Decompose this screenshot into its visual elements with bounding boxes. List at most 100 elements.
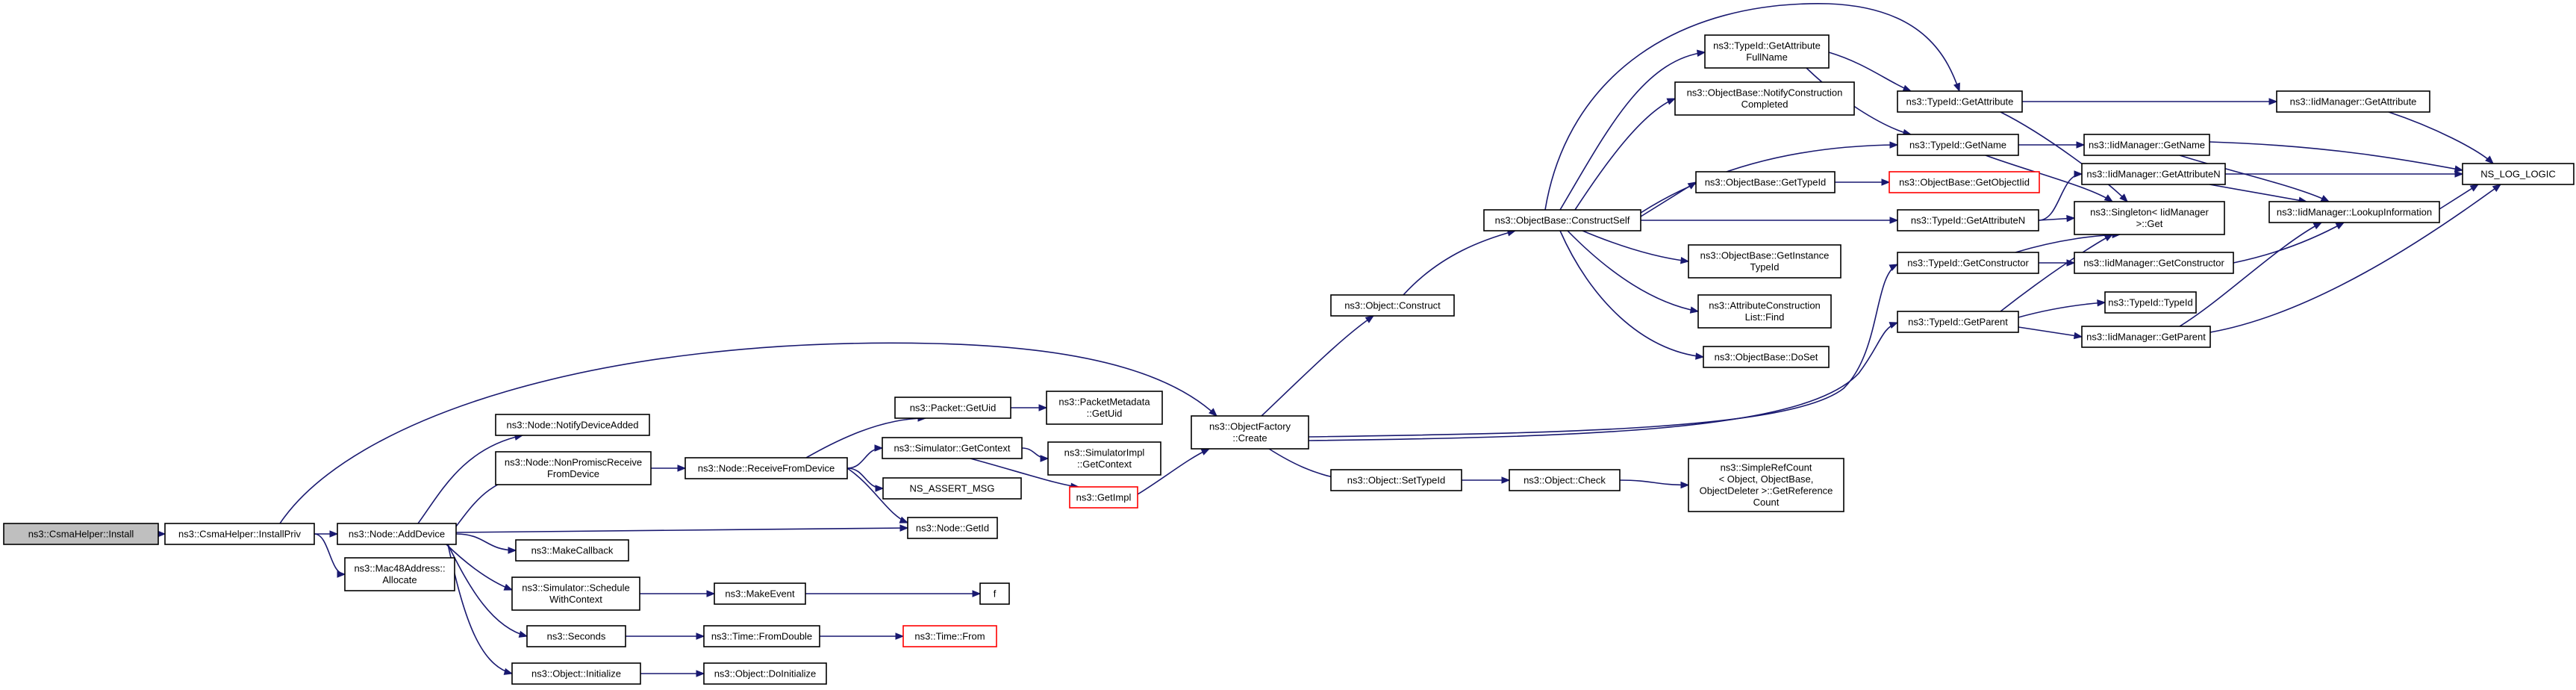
edge-n17-to-n34 xyxy=(1574,98,1677,211)
node-box xyxy=(1509,469,1621,491)
graph-node[interactable]: ns3::GetImpl xyxy=(1069,486,1138,509)
edge-n23-to-n24 xyxy=(820,632,905,640)
edge-n7-to-n18 xyxy=(1462,476,1511,484)
graph-node[interactable]: ns3::TypeId::GetAttributeN xyxy=(1897,209,2039,231)
graph-node[interactable]: ns3::MakeEvent xyxy=(714,582,806,605)
graph-node[interactable]: ns3::Node::NotifyDeviceAdded xyxy=(495,414,650,436)
edge-n9-to-n44 xyxy=(2018,326,2083,340)
edge-arrowhead xyxy=(1687,181,1697,190)
graph-node[interactable]: ns3::Node::GetId xyxy=(907,517,998,539)
edge-arrowhead xyxy=(503,583,514,591)
node-label: ns3::GetImpl xyxy=(1076,491,1132,503)
edge-n17-to-n40 xyxy=(1567,230,1700,314)
graph-node[interactable]: ns3::ObjectBase::NotifyConstructionCompl… xyxy=(1674,81,1855,116)
graph-node[interactable]: ns3::TypeId::TypeId xyxy=(2104,291,2197,314)
node-label: ns3::Object::SetTypeId xyxy=(1347,474,1446,485)
graph-node[interactable]: ns3::PacketMetadata::GetUid xyxy=(1046,391,1163,425)
graph-node[interactable]: ns3::SimulatorImpl::GetContext xyxy=(1047,441,1161,476)
graph-node[interactable]: ns3::IidManager::GetConstructor xyxy=(2074,252,2234,274)
edge-n20-to-n12 xyxy=(846,467,909,523)
graph-node[interactable]: ns3::IidManager::GetName xyxy=(2083,134,2210,156)
node-label: ns3::Time::FromDouble xyxy=(711,630,812,641)
node-box xyxy=(882,437,1023,459)
graph-node[interactable]: ns3::Simulator::GetContext xyxy=(882,437,1023,459)
edge-line xyxy=(279,342,1217,524)
edge-arrowhead xyxy=(875,485,885,492)
node-label: ns3::PacketMetadata xyxy=(1058,397,1150,408)
node-box xyxy=(2104,291,2197,314)
graph-node[interactable]: ns3::Mac48Address::Allocate xyxy=(344,557,455,591)
node-label: NS_LOG_LOGIC xyxy=(2480,168,2555,179)
node-box xyxy=(1695,171,1836,193)
edge-arrowhead xyxy=(677,464,687,472)
edge-arrowhead xyxy=(696,670,705,677)
graph-node[interactable]: ns3::IidManager::LookupInformation xyxy=(2268,201,2440,223)
graph-node[interactable]: ns3::ObjectBase::GetTypeId xyxy=(1695,171,1836,193)
edge-arrowhead xyxy=(1200,448,1211,456)
graph-node[interactable]: ns3::CsmaHelper::Install xyxy=(3,523,159,545)
graph-node[interactable]: ns3::Object::Check xyxy=(1509,469,1621,491)
graph-node[interactable]: ns3::Node::AddDevice xyxy=(337,523,457,545)
graph-node[interactable]: ns3::Packet::GetUid xyxy=(894,397,1011,419)
graph-node[interactable]: ns3::MakeCallback xyxy=(515,539,629,562)
graph-node[interactable]: NS_LOG_LOGIC xyxy=(2462,163,2575,185)
graph-node[interactable]: ns3::IidManager::GetParent xyxy=(2081,326,2211,348)
node-box xyxy=(1688,458,1844,512)
edge-arrowhead xyxy=(696,632,705,640)
edge-arrowhead xyxy=(2492,184,2502,193)
graph-node[interactable]: ns3::Time::From xyxy=(902,625,997,647)
graph-node[interactable]: ns3::Object::Construct xyxy=(1330,294,1455,317)
node-label: ns3::Object::Initialize xyxy=(531,668,621,679)
graph-node[interactable]: ns3::CsmaHelper::InstallPriv xyxy=(164,523,315,545)
graph-node[interactable]: ns3::ObjectBase::ConstructSelf xyxy=(1483,209,1641,231)
node-label: ns3::SimpleRefCount xyxy=(1721,462,1812,473)
node-box xyxy=(511,576,640,611)
edge-line xyxy=(1137,448,1210,495)
edge-arrowhead xyxy=(2103,234,2114,242)
nodes-layer: ns3::CsmaHelper::Install ns3::CsmaHelper:… xyxy=(3,34,2575,685)
edge-line xyxy=(2388,111,2494,164)
graph-node[interactable]: ns3::Singleton< IidManager>::Get xyxy=(2074,201,2225,235)
graph-node[interactable]: f xyxy=(979,582,1010,605)
edge-n28-to-n29 xyxy=(2388,111,2494,164)
graph-node[interactable]: ns3::Object::Initialize xyxy=(511,662,641,685)
node-label: ns3::Node::GetId xyxy=(916,522,989,533)
graph-node[interactable]: ns3::Seconds xyxy=(526,625,626,647)
graph-node[interactable]: ns3::ObjectBase::DoSet xyxy=(1703,346,1830,368)
edge-arrowhead xyxy=(2103,194,2114,202)
node-label: ns3::CsmaHelper::Install xyxy=(28,528,134,539)
graph-node[interactable]: ns3::Object::SetTypeId xyxy=(1330,469,1462,491)
node-box xyxy=(703,625,820,647)
node-label: ::GetContext xyxy=(1077,459,1132,470)
node-label: ns3::ObjectFactory xyxy=(1209,421,1291,432)
node-box xyxy=(2462,163,2575,185)
graph-node[interactable]: ns3::Node::ReceiveFromDevice xyxy=(684,457,848,479)
graph-node[interactable]: ns3::IidManager::GetAttribute xyxy=(2276,90,2430,113)
graph-node[interactable]: ns3::ObjectBase::GetObjectIid xyxy=(1889,171,2040,193)
node-label: ns3::Node::NotifyDeviceAdded xyxy=(506,419,638,430)
graph-node[interactable]: ns3::SimpleRefCount< Object, ObjectBase,… xyxy=(1688,458,1844,512)
edge-line xyxy=(1403,230,1516,296)
graph-node[interactable]: ns3::TypeId::GetAttribute xyxy=(1897,90,2023,113)
node-box xyxy=(1897,252,2039,274)
node-label: ns3::TypeId::GetAttributeN xyxy=(1911,214,2025,226)
node-label: FromDevice xyxy=(547,468,599,479)
graph-node[interactable]: NS_ASSERT_MSG xyxy=(882,477,1022,500)
node-label: ns3::ObjectBase::GetTypeId xyxy=(1705,176,1827,187)
graph-node[interactable]: ns3::TypeId::GetConstructor xyxy=(1897,252,2039,274)
graph-node[interactable]: ns3::Time::FromDouble xyxy=(703,625,820,647)
node-label: ns3::Node::ReceiveFromDevice xyxy=(698,462,835,473)
graph-node[interactable]: ns3::ObjectFactory::Create xyxy=(1191,415,1309,450)
edge-line xyxy=(1640,181,1697,217)
graph-node[interactable]: ns3::IidManager::GetAttributeN xyxy=(2081,163,2226,185)
graph-node[interactable]: ns3::Object::DoInitialize xyxy=(703,662,827,685)
graph-node[interactable]: ns3::TypeId::GetName xyxy=(1897,134,2019,156)
node-box xyxy=(344,557,455,591)
graph-node[interactable]: ns3::TypeId::GetParent xyxy=(1897,311,2019,333)
node-box xyxy=(1897,311,2019,333)
